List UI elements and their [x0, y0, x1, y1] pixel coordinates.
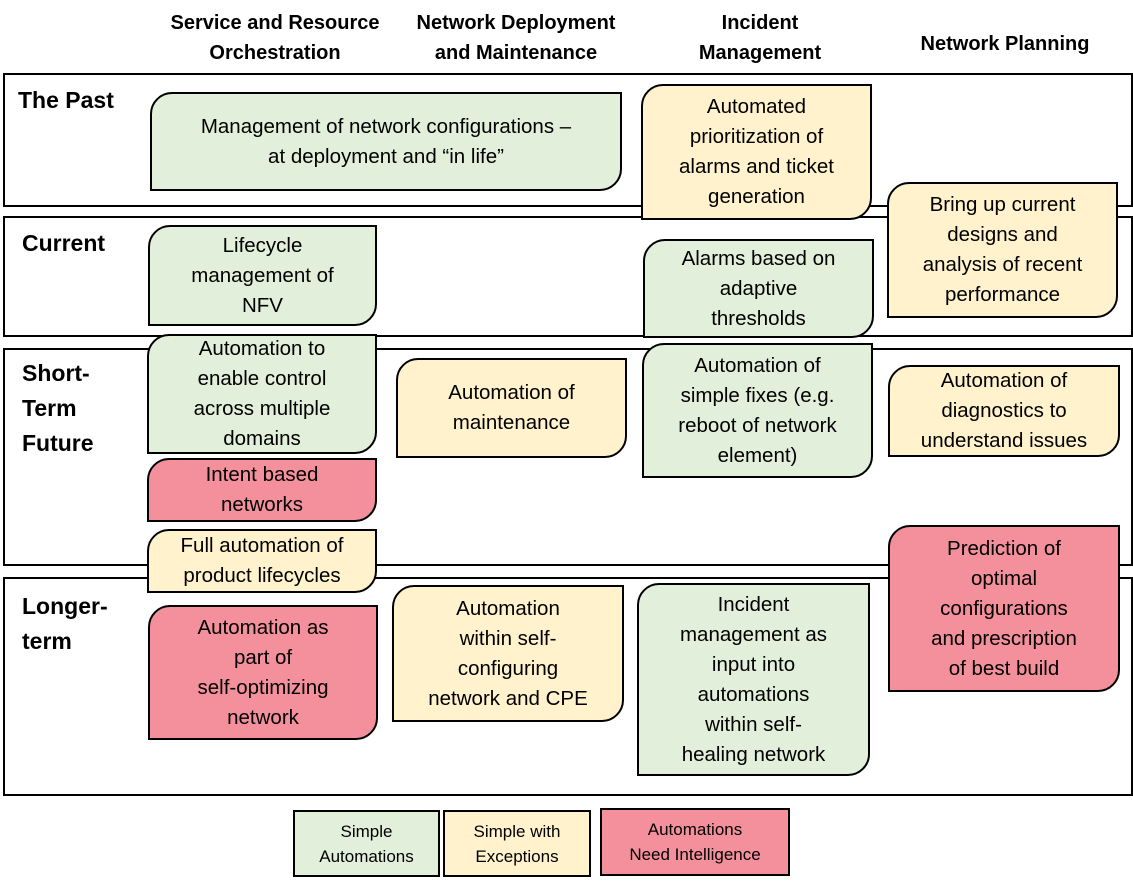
card-simple-fixes: Automation of simple fixes (e.g. reboot … — [642, 343, 873, 478]
legend-simple-with-exceptions: Simple with Exceptions — [443, 810, 591, 877]
card-adaptive-thresholds: Alarms based on adaptive thresholds — [643, 239, 874, 338]
card-alarm-prioritization: Automated prioritization of alarms and t… — [641, 84, 872, 220]
row-label-past: The Past — [18, 87, 114, 113]
card-self-optimizing-network: Automation as part of self-optimizing ne… — [148, 605, 378, 740]
column-header-service-orchestration: Service and Resource Orchestration — [170, 12, 380, 64]
legend-simple-automations: Simple Automations — [293, 810, 440, 877]
card-network-config-management: Management of network configurations – a… — [150, 92, 622, 191]
card-lifecycle-nfv: Lifecycle management of NFV — [148, 225, 377, 326]
card-current-designs-analysis: Bring up current designs and analysis of… — [887, 182, 1118, 318]
card-self-healing-network: Incident management as input into automa… — [637, 583, 870, 776]
card-multi-domain-control: Automation to enable control across mult… — [147, 334, 377, 454]
card-optimal-config-prediction: Prediction of optimal configurations and… — [888, 525, 1120, 692]
row-label-longer-term: Longer- term — [22, 593, 108, 654]
card-self-configuring-network: Automation within self- configuring netw… — [392, 585, 624, 722]
card-intent-based-networks: Intent based networks — [147, 458, 377, 522]
legend-needs-intelligence: Automations Need Intelligence — [600, 808, 790, 876]
column-header-network-deployment: Network Deployment and Maintenance — [416, 12, 616, 64]
column-header-incident-management: Incident Management — [698, 12, 822, 64]
card-diagnostics-automation: Automation of diagnostics to understand … — [888, 365, 1120, 457]
row-label-short-term: Short- Term Future — [22, 360, 94, 456]
row-label-current: Current — [22, 230, 106, 256]
card-maintenance-automation: Automation of maintenance — [396, 358, 627, 458]
card-product-lifecycles: Full automation of product lifecycles — [147, 529, 377, 593]
column-header-network-planning: Network Planning — [920, 33, 1090, 55]
